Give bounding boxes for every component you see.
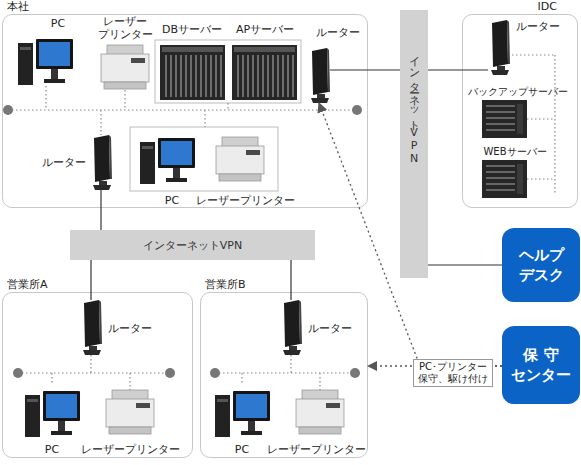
- office-group: ルーターバックアップサーバーWEBサーバーIDC: [462, 14, 578, 208]
- network-link: [90, 260, 91, 300]
- router-device: ルーター: [80, 300, 102, 355]
- office-heading: 営業所A: [7, 278, 48, 291]
- service-box: ヘルプ デスク: [502, 228, 580, 302]
- router-icon: [283, 300, 302, 355]
- router-device: ルーター: [488, 20, 510, 75]
- lan-wire: [8, 55, 555, 390]
- service-route: [319, 103, 502, 366]
- office-heading: 営業所B: [205, 278, 246, 291]
- lan-terminal: [3, 105, 13, 115]
- edge-callout: PC･プリンター 保守、駆け付け: [413, 359, 493, 387]
- server-icon: [482, 100, 527, 138]
- lan-terminal: [3, 105, 362, 378]
- server-device: WEBサーバー: [482, 160, 527, 198]
- router-device: ルーター: [280, 300, 302, 355]
- lan-terminal: [165, 368, 175, 378]
- device-label: レーザープリンター: [190, 194, 300, 207]
- service-label: ヘルプ デスク: [508, 245, 574, 285]
- device-label: WEBサーバー: [465, 145, 565, 158]
- pc-icon: [18, 39, 73, 85]
- network-band: インターネットVPN: [70, 230, 315, 260]
- device-label: PC: [222, 443, 262, 456]
- server-icon: [232, 45, 297, 100]
- server-enclosure: [155, 40, 301, 103]
- device-enclosure: [130, 127, 278, 191]
- printer-device: レーザープリンター: [295, 390, 345, 435]
- printer-icon: [101, 45, 149, 89]
- office-group: ルーターPCレーザープリンター営業所A: [2, 292, 193, 458]
- router-device: ルーター: [90, 135, 112, 190]
- pc-device: PC: [215, 385, 270, 437]
- network-link: [330, 69, 400, 70]
- network-link: [428, 264, 502, 265]
- lan-terminal: [13, 368, 23, 378]
- device-label: PC: [152, 194, 192, 207]
- device-label: レーザープリンター: [75, 443, 185, 456]
- lan-terminal: [210, 368, 220, 378]
- device-label: PC: [32, 443, 72, 456]
- pc-device: PC: [25, 385, 80, 437]
- band-label: インターネットVPN: [408, 48, 421, 165]
- device-label: PC: [38, 17, 78, 30]
- server-icon: [482, 160, 527, 198]
- office-group: ルーターPCレーザープリンター営業所B: [200, 292, 368, 458]
- service-box: 保 守 センター: [502, 326, 580, 404]
- device-label: APサーバー: [225, 23, 305, 36]
- device-label: レーザープリンター: [261, 443, 371, 456]
- office-heading: 本社: [7, 0, 29, 13]
- server-icon: [160, 45, 225, 100]
- device-label: ルーター: [308, 322, 368, 335]
- router-icon: [491, 20, 510, 75]
- lan-terminal: [352, 105, 362, 115]
- device-label: ルーター: [516, 20, 576, 33]
- server-device: DBサーバー: [160, 45, 225, 100]
- printer-device: レーザープリンター: [105, 390, 155, 435]
- network-link: [428, 69, 488, 70]
- router-device: ルーター: [308, 48, 330, 103]
- office-heading: IDC: [538, 0, 557, 13]
- server-device: APサーバー: [232, 45, 297, 100]
- lan-terminal: [350, 368, 360, 378]
- printer-device: レーザー プリンター: [100, 45, 150, 90]
- band-label: インターネットVPN: [143, 239, 242, 252]
- device-label: ルーター: [108, 322, 168, 335]
- service-label: 保 守 センター: [508, 345, 574, 385]
- server-device: バックアップサーバー: [482, 100, 527, 138]
- printer-icon: [106, 390, 154, 434]
- pc-icon: [140, 138, 195, 184]
- router-icon: [311, 48, 330, 103]
- network-band: インターネットVPN: [400, 10, 428, 278]
- device-label: ルーター: [26, 156, 86, 169]
- office-group: PCレーザー プリンターDBサーバーAPサーバールータールーターPCレーザープリ…: [2, 14, 368, 208]
- pc-device: PC: [18, 33, 73, 85]
- printer-icon: [216, 137, 264, 181]
- pc-icon: [25, 391, 80, 437]
- network-link: [100, 190, 101, 230]
- device-label: バックアップサーバー: [462, 85, 574, 98]
- device-label: レーザー プリンター: [94, 15, 156, 41]
- pc-device: PC: [140, 132, 195, 184]
- printer-icon: [296, 390, 344, 434]
- device-label: ルーター: [316, 26, 376, 39]
- printer-device: レーザープリンター: [215, 137, 265, 182]
- pc-icon: [215, 391, 270, 437]
- network-link: [290, 260, 291, 300]
- router-icon: [93, 135, 112, 190]
- device-label: DBサーバー: [152, 23, 232, 36]
- router-icon: [83, 300, 102, 355]
